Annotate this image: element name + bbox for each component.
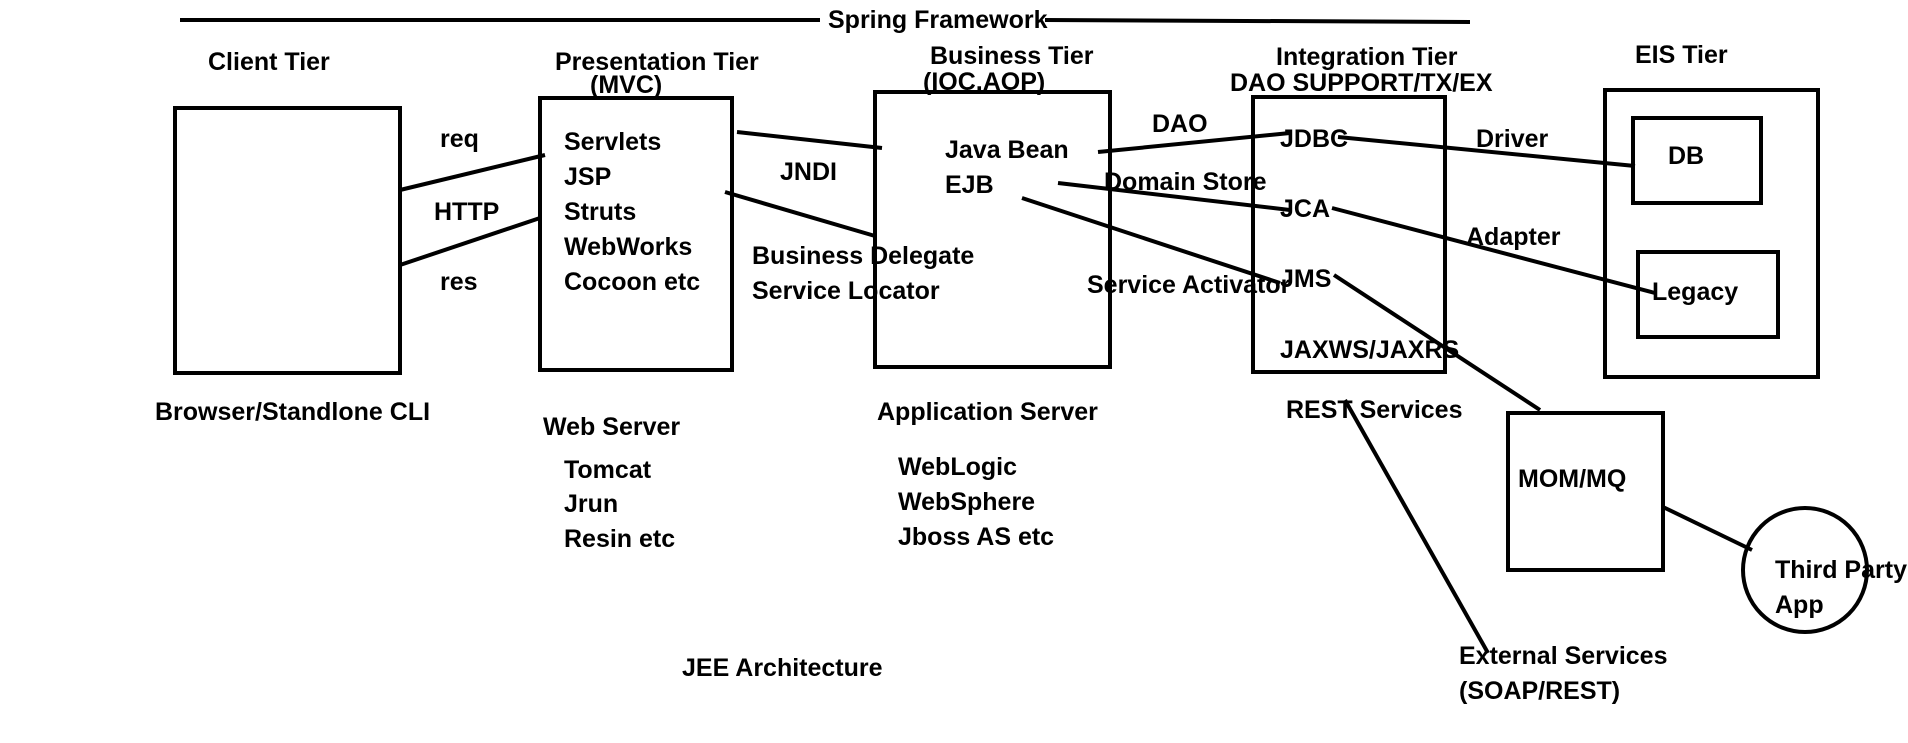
presentation-item: Servlets	[564, 128, 661, 156]
service-locator-label: Service Locator	[752, 277, 940, 305]
third-party-line	[1662, 505, 1753, 552]
app-server-label: Application Server	[877, 398, 1098, 426]
rest-services-caption: REST Services	[1286, 396, 1463, 424]
domain-store-label: Domain Store	[1104, 168, 1267, 196]
third-party-circle	[1741, 506, 1869, 634]
client-caption: Browser/Standlone CLI	[155, 398, 430, 426]
web-server-item: Jrun	[564, 490, 618, 518]
web-server-item: Resin etc	[564, 525, 675, 553]
legacy-box	[1636, 250, 1780, 339]
presentation-tier-title: Presentation Tier	[555, 48, 759, 76]
business-item: EJB	[945, 171, 994, 199]
mom-label: MOM/MQ	[1518, 465, 1626, 493]
presentation-item: WebWorks	[564, 233, 692, 261]
mom-box	[1506, 411, 1665, 572]
service-activator-line	[1021, 196, 1281, 285]
external-services-line	[1343, 399, 1490, 654]
dao-label: DAO	[1152, 110, 1208, 138]
req-label: req	[440, 125, 479, 153]
external-services-label: (SOAP/REST)	[1459, 677, 1620, 705]
presentation-tier-subtitle: (MVC)	[590, 71, 662, 99]
integration-box	[1251, 95, 1447, 374]
legacy-label: Legacy	[1652, 278, 1738, 306]
response-line	[399, 216, 541, 267]
business-delegate-line	[724, 190, 876, 238]
business-tier-title: Business Tier	[930, 42, 1094, 70]
business-item: Java Bean	[945, 136, 1069, 164]
integration-item: JCA	[1280, 195, 1330, 223]
presentation-box	[538, 96, 734, 372]
integration-item: JDBC	[1280, 125, 1348, 153]
jndi-label: JNDI	[780, 158, 837, 186]
framework-rule-right	[1044, 18, 1471, 24]
third-party-label: App	[1775, 591, 1824, 619]
eis-tier-title: EIS Tier	[1635, 41, 1728, 69]
app-server-item: WebLogic	[898, 453, 1017, 481]
client-tier-title: Client Tier	[208, 48, 330, 76]
jndi-line	[736, 130, 883, 150]
adapter-label: Adapter	[1466, 223, 1561, 251]
presentation-item: JSP	[564, 163, 611, 191]
business-box	[873, 90, 1112, 369]
client-box	[173, 106, 402, 375]
dao-line	[1097, 131, 1291, 154]
framework-title: Spring Framework	[828, 6, 1048, 34]
diagram-caption: JEE Architecture	[682, 654, 883, 682]
third-party-label: Third Party	[1775, 556, 1907, 584]
web-server-label: Web Server	[543, 413, 680, 441]
http-label: HTTP	[434, 198, 499, 226]
db-label: DB	[1668, 142, 1704, 170]
eis-box	[1603, 88, 1820, 379]
web-server-item: Tomcat	[564, 456, 652, 484]
presentation-item: Struts	[564, 198, 636, 226]
res-label: res	[440, 268, 478, 296]
adapter-line	[1331, 206, 1656, 295]
app-server-item: WebSphere	[898, 488, 1035, 516]
mom-line	[1332, 273, 1542, 412]
service-activator-label: Service Activator	[1087, 271, 1291, 299]
app-server-item: Jboss AS etc	[898, 523, 1054, 551]
driver-label: Driver	[1476, 125, 1549, 153]
presentation-item: Cocoon etc	[564, 268, 700, 296]
integration-item: JAXWS/JAXRS	[1280, 336, 1459, 364]
integration-tier-subtitle: DAO SUPPORT/TX/EX	[1230, 69, 1493, 97]
db-box	[1631, 116, 1763, 205]
external-services-label: External Services	[1459, 642, 1667, 670]
integration-item: JMS	[1280, 265, 1331, 293]
request-line	[399, 153, 546, 192]
integration-tier-title: Integration Tier	[1276, 43, 1458, 71]
business-delegate-label: Business Delegate	[752, 242, 974, 270]
driver-line	[1337, 135, 1636, 168]
